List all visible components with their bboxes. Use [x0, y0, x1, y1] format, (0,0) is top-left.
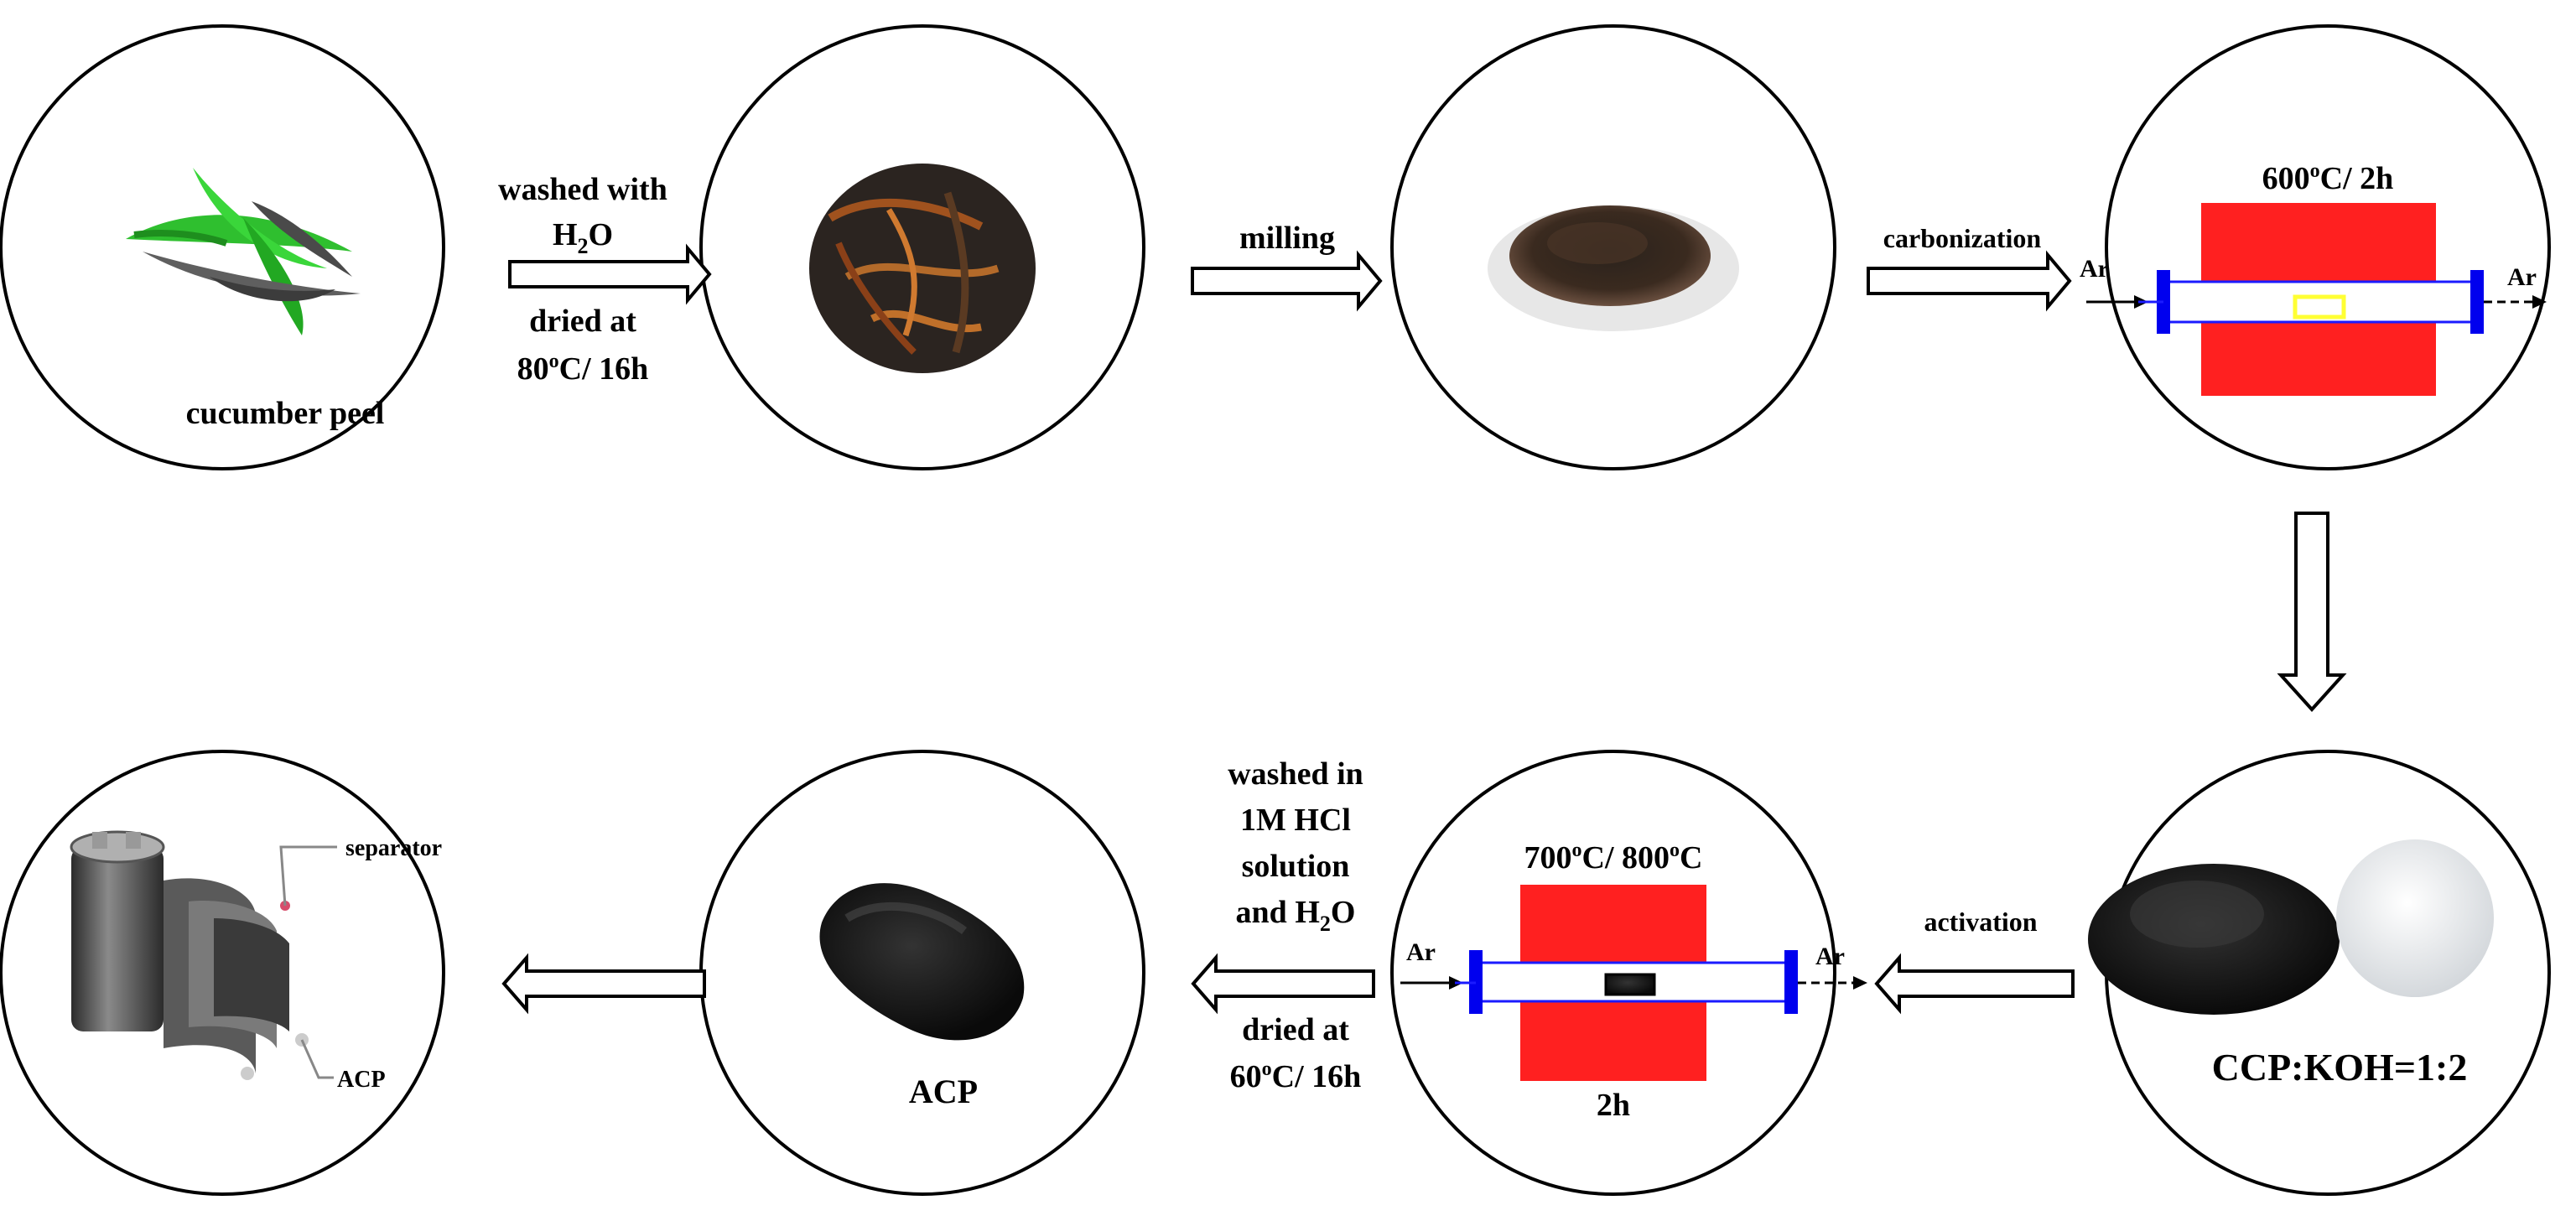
- wash2-line3: solution: [1242, 849, 1350, 884]
- step-carbonization-furnace: 600oC/ 2h Ar Ar: [2080, 24, 2551, 470]
- dried-peel-image: [809, 164, 1036, 373]
- step-cucumber-peel: cucumber peel: [0, 24, 445, 470]
- wash2-line4: and H2O: [1236, 895, 1356, 936]
- cucumber-peel-image: [126, 168, 361, 335]
- gas-inlet-arrow: Ar: [1400, 938, 1476, 990]
- dry2-text: dried at: [1242, 1012, 1349, 1047]
- step-activation-furnace: 700oC/ 800oC 2h Ar Ar: [1390, 750, 1867, 1196]
- electrode-callout: ACP: [300, 1039, 386, 1093]
- step-washed-peel: [699, 24, 1145, 470]
- acp-caption: ACP: [909, 1073, 978, 1110]
- cucumber-peel-caption: cucumber peel: [186, 396, 385, 431]
- sample-boat: [2293, 294, 2346, 320]
- gas-in-label: Ar: [1406, 938, 1436, 966]
- carbonization-label: carbonization: [1883, 223, 2042, 253]
- wash1-text: washed with: [498, 172, 667, 207]
- arrow-milling: milling: [1191, 221, 1383, 312]
- ccp-powder-image: [2088, 864, 2340, 1015]
- tube-furnace: [1469, 950, 1798, 1014]
- gas-out-label: Ar: [1815, 943, 1845, 970]
- wash2-line2: 1M HCl: [1240, 803, 1351, 838]
- arrow-wash-dry: washed with H2O dried at 80oC/ 16h: [498, 172, 712, 387]
- dry1-text: dried at: [529, 304, 636, 339]
- furnace2-time: 2h: [1597, 1088, 1630, 1123]
- furnace1-temp: 600oC/ 2h: [2262, 160, 2394, 196]
- acp-powder-image: [819, 883, 1025, 1041]
- activation-label: activation: [1924, 907, 2037, 937]
- mixture-caption: CCP:KOH=1:2: [2212, 1046, 2468, 1089]
- arrow-to-capacitor: [501, 953, 706, 1015]
- supercapacitor-image: [70, 830, 309, 1080]
- wash2-line1: washed in: [1228, 756, 1363, 792]
- gas-outlet-arrow: Ar: [2484, 263, 2547, 309]
- gas-out-label: Ar: [2507, 263, 2537, 291]
- wash1-h2o: H2O: [553, 217, 613, 258]
- sample-boat: [1604, 973, 1656, 996]
- dry1-temp: 80oC/ 16h: [517, 351, 649, 387]
- arrow-wash-dry-2: washed in 1M HCl solution and H2O dried …: [1191, 756, 1375, 1094]
- arrow-down: [2277, 512, 2347, 712]
- arrow-activation: activation: [1874, 907, 2075, 1015]
- gas-outlet-arrow: Ar: [1798, 943, 1867, 990]
- separator-label: separator: [345, 835, 442, 861]
- step-mixture: CCP:KOH=1:2: [2088, 750, 2551, 1196]
- step-milled-powder: [1390, 24, 1836, 470]
- milling-label: milling: [1239, 221, 1335, 256]
- step-acp: ACP: [699, 750, 1145, 1196]
- koh-image: [2336, 839, 2494, 997]
- gas-in-label: Ar: [2080, 255, 2109, 283]
- furnace2-temp: 700oC/ 800oC: [1524, 839, 1703, 875]
- powder-image: [1488, 205, 1739, 331]
- step-supercapacitor: separator ACP: [0, 750, 445, 1196]
- dry2-temp: 60oC/ 16h: [1230, 1058, 1362, 1094]
- electrode-label: ACP: [337, 1067, 386, 1093]
- tube-furnace: [2157, 270, 2484, 334]
- separator-callout: separator: [279, 835, 442, 907]
- gas-inlet-arrow: Ar: [2080, 255, 2163, 309]
- arrow-carbonization: carbonization: [1867, 223, 2072, 312]
